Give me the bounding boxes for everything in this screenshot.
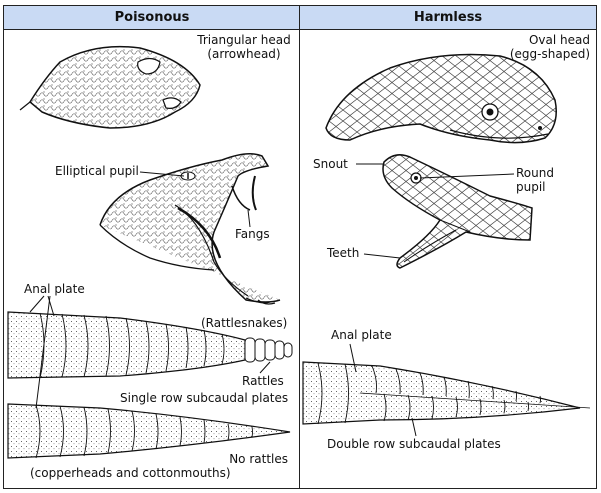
leader-lines — [29, 163, 515, 437]
oval-head-drawing — [325, 53, 557, 144]
column-divider — [299, 6, 300, 488]
rattlesnake-mouth-drawing — [99, 153, 281, 305]
rattlesnake-tail-drawing — [7, 311, 293, 379]
rattlesnakes-label: (Rattlesnakes) — [201, 316, 288, 330]
snout-label: Snout — [313, 157, 348, 171]
elliptical-pupil-label: Elliptical pupil — [55, 164, 139, 178]
copperheads-label: (copperheads and cottonmouths) — [30, 466, 231, 480]
triangular-head-drawing — [19, 45, 201, 129]
harmless-tail-drawing — [302, 361, 591, 425]
egg-shaped-text: (egg-shaped) — [509, 47, 590, 61]
anal-plate-label-left: Anal plate — [24, 282, 85, 296]
arrowhead-text: (arrowhead) — [207, 47, 281, 61]
round-text: Round — [516, 166, 554, 180]
no-rattles-text: No rattles — [229, 452, 288, 466]
fangs-label: Fangs — [235, 227, 270, 241]
double-row-label: Double row subcaudal plates — [327, 437, 501, 451]
pupil-text: pupil — [516, 180, 546, 194]
poisonous-header: Poisonous — [4, 6, 300, 30]
comparison-table: Poisonous Harmless — [3, 5, 597, 489]
harmless-mouth-drawing — [382, 154, 533, 269]
teeth-label: Teeth — [327, 246, 360, 260]
anal-plate-label-right: Anal plate — [331, 328, 392, 342]
triangular-head-text: Triangular head — [197, 33, 291, 47]
copperhead-tail-drawing — [7, 403, 291, 459]
single-row-label: Single row subcaudal plates — [120, 391, 289, 405]
oval-head-label: Oval head (egg-shaped) — [480, 33, 590, 61]
harmless-header: Harmless — [300, 6, 596, 30]
triangular-head-label: Triangular head (arrowhead) — [184, 33, 304, 61]
oval-head-text: Oval head — [528, 33, 590, 47]
round-pupil-label: Round pupil — [516, 166, 554, 194]
no-rattles-label: No rattles — [100, 452, 288, 466]
rattles-label: Rattles — [242, 374, 284, 388]
